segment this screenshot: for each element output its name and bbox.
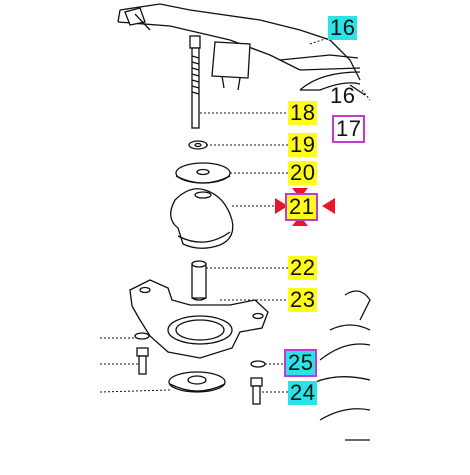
part-20-cap-plate (175, 162, 231, 184)
callout-16-top[interactable]: 16 (328, 15, 358, 40)
callout-16-mid[interactable]: 16 (330, 83, 356, 108)
bottom-washer-plate (168, 371, 226, 393)
callout-24[interactable]: 24 (288, 380, 318, 405)
callout-20[interactable]: 20 (288, 160, 318, 185)
part-24-bolt (250, 377, 263, 405)
callout-23[interactable]: 23 (288, 287, 318, 312)
callout-18[interactable]: 18 (288, 100, 318, 125)
frame-bracket-top (117, 3, 366, 96)
callout-25[interactable]: 25 (283, 349, 318, 377)
callout-22[interactable]: 22 (288, 255, 318, 280)
part-22-spacer-sleeve (191, 260, 207, 301)
callout-19[interactable]: 19 (288, 132, 318, 157)
callout-21[interactable]: 21 (284, 193, 319, 221)
left-washer-bolt (134, 332, 150, 375)
leader-lines (99, 37, 371, 393)
selection-arrows (275, 188, 335, 226)
callout-17[interactable]: 17 (331, 115, 366, 143)
part-19-washer (188, 140, 208, 150)
part-18-long-bolt (189, 35, 201, 129)
part-23-base-bracket (129, 279, 269, 359)
part-21-rubber-mount (170, 188, 234, 249)
part-25-washer (250, 360, 266, 368)
